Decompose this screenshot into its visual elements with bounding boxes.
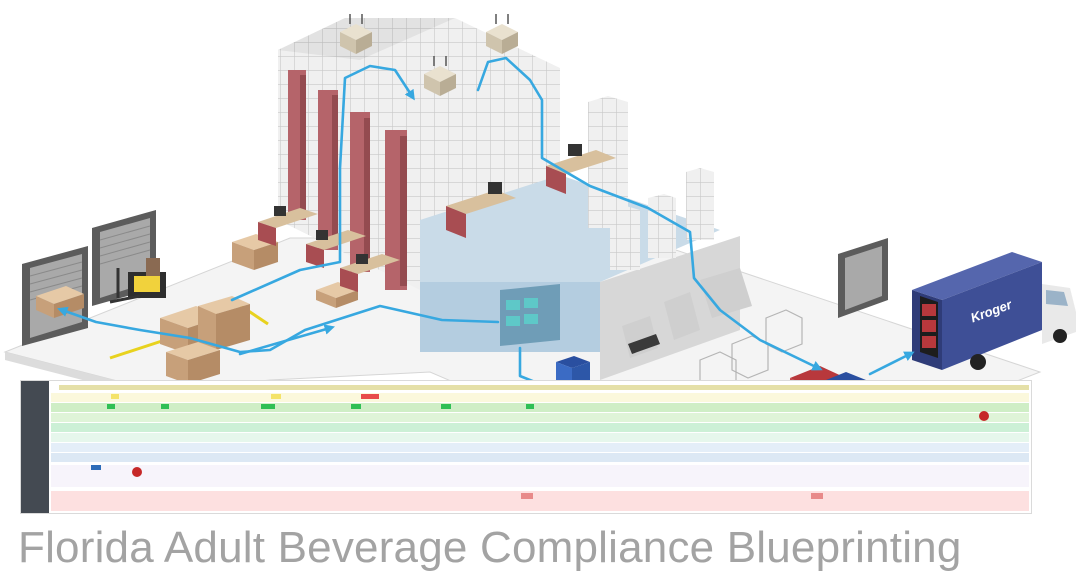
swimlane <box>51 443 1029 452</box>
blueprint-card <box>107 404 115 409</box>
workstation-icon <box>446 182 516 238</box>
swimlane <box>51 433 1029 442</box>
swimlane <box>51 465 1029 487</box>
swimlane <box>51 453 1029 462</box>
swimlane <box>51 403 1029 412</box>
blueprint-card <box>111 394 119 399</box>
swimlane <box>51 413 1029 422</box>
blueprint-marker <box>979 411 989 421</box>
blueprint-card <box>811 493 823 499</box>
blueprint-card <box>361 394 379 399</box>
swimlane <box>51 491 1029 511</box>
forklift-icon <box>109 258 166 304</box>
robot-icon <box>486 14 518 54</box>
blueprint-card <box>521 493 533 499</box>
sortation-area <box>622 268 752 358</box>
blueprint-card <box>271 394 281 399</box>
robot-icon <box>424 56 456 96</box>
robot-icon <box>340 14 372 54</box>
workstation-icon <box>306 230 366 268</box>
blueprint-legend <box>21 381 49 513</box>
workstation-icon <box>258 206 318 246</box>
workstation-icon <box>340 254 400 292</box>
blueprint-card <box>526 404 534 409</box>
rack-tower <box>588 96 714 270</box>
blueprint-card <box>351 404 361 409</box>
blueprint-card <box>441 404 451 409</box>
workstation-icon <box>546 144 616 194</box>
blueprint-card <box>91 465 101 470</box>
blueprint-stage-header <box>59 385 1029 390</box>
pallet-icon <box>198 296 250 350</box>
dock-door-icon <box>838 238 888 318</box>
blueprint-marker <box>132 467 142 477</box>
blueprint-card <box>261 404 275 409</box>
swimlane <box>51 393 1029 402</box>
page-title: Florida Adult Beverage Compliance Bluepr… <box>18 523 962 572</box>
service-blueprint <box>20 380 1032 514</box>
pallet-icon <box>166 342 220 384</box>
truck-icon: Kroger <box>912 252 1076 370</box>
blueprint-card <box>161 404 169 409</box>
swimlane <box>51 423 1029 432</box>
